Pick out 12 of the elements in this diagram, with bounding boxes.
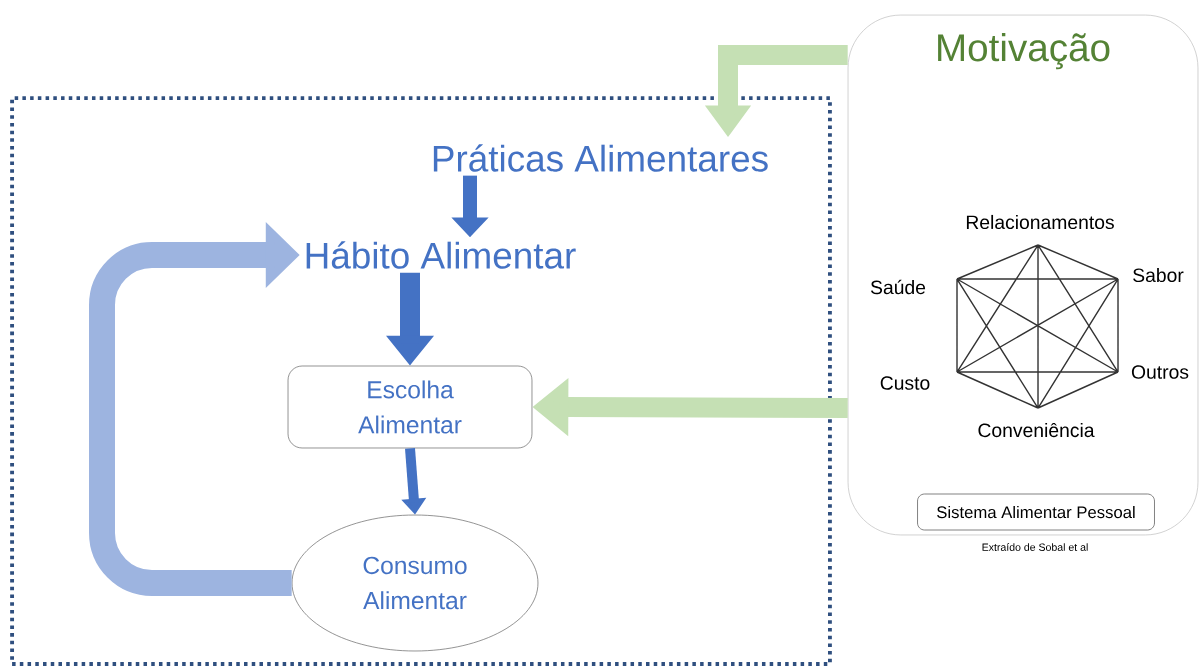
system-box: Sistema Alimentar Pessoal (917, 493, 1155, 531)
process-box: Escolha Alimentar (287, 365, 533, 449)
title-text: Hábito Alimentar (306, 241, 576, 269)
vertex-label: Saúde (870, 279, 926, 295)
vertex-label: Sabor (1133, 267, 1184, 283)
vertex-label: Custo (880, 376, 930, 390)
title-text: Práticas Alimentares (433, 144, 768, 172)
vertex-label: Outros (1131, 365, 1189, 379)
dotted-frame (10, 96, 832, 666)
vertex-label: Conveniência (978, 422, 1095, 438)
vertex-label: Relacionamentos (966, 214, 1114, 230)
source-note: Extraído de Sobal et al (982, 543, 1088, 551)
